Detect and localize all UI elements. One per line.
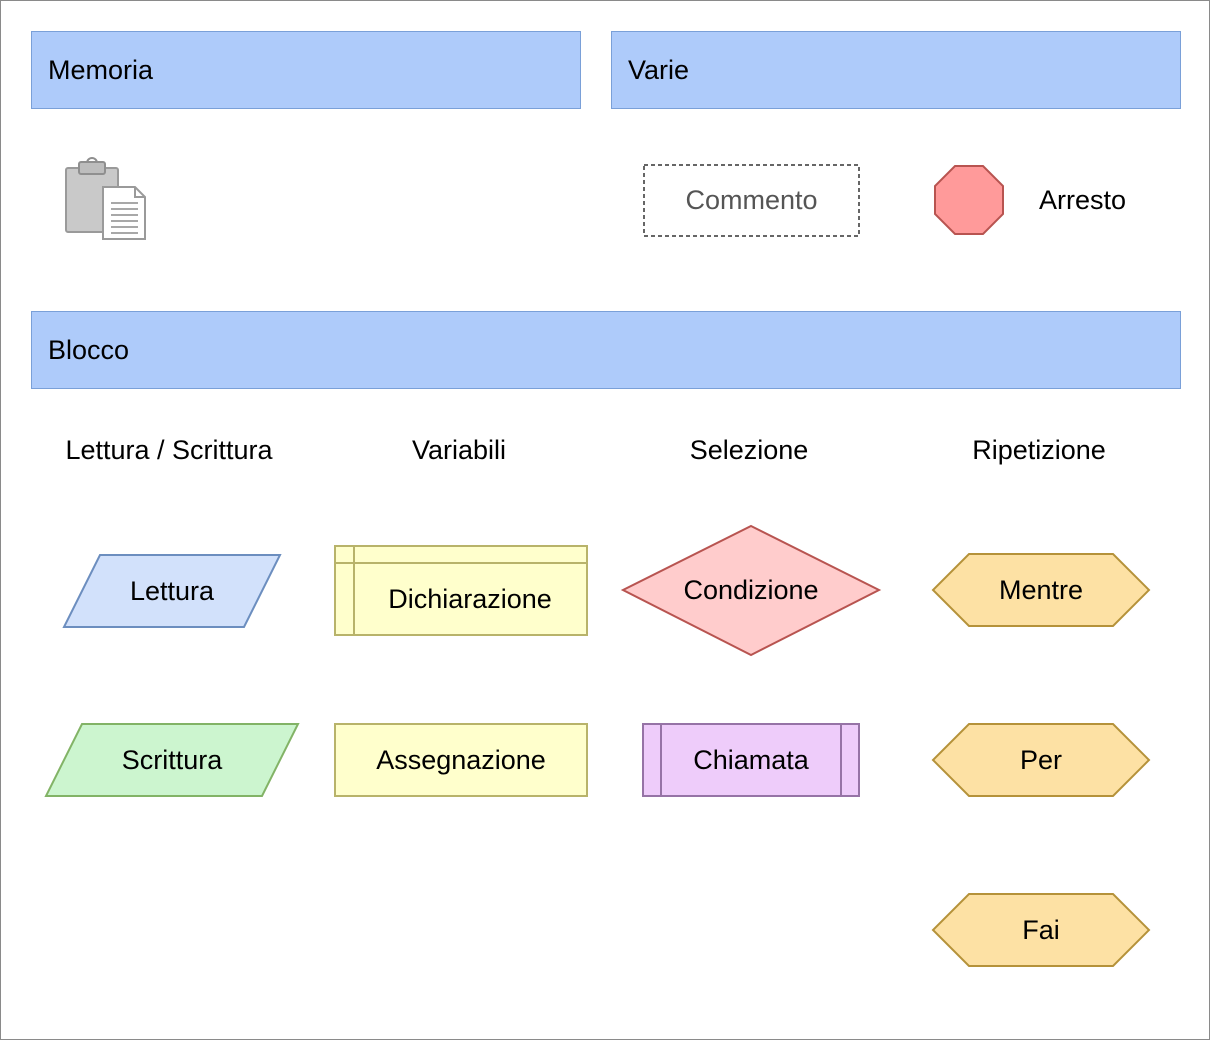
varie-header-label: Varie bbox=[628, 54, 690, 85]
condition-block[interactable]: Condizione bbox=[620, 524, 882, 657]
blocco-header-label: Blocco bbox=[48, 334, 130, 365]
stop-label: Arresto bbox=[1039, 185, 1127, 215]
blocco-header: Blocco bbox=[31, 311, 1181, 389]
comment-block[interactable]: Commento bbox=[643, 164, 860, 237]
call-block[interactable]: Chiamata bbox=[642, 723, 860, 797]
write-block[interactable]: Scrittura bbox=[44, 723, 300, 797]
while-block[interactable]: Mentre bbox=[931, 553, 1151, 627]
column-title-selection: Selezione bbox=[689, 435, 809, 465]
memoria-header: Memoria bbox=[31, 31, 581, 109]
for-block[interactable]: Per bbox=[931, 723, 1151, 797]
assignment-block[interactable]: Assegnazione bbox=[334, 723, 588, 797]
varie-header: Varie bbox=[611, 31, 1181, 109]
declaration-block[interactable]: Dichiarazione bbox=[334, 545, 588, 636]
do-block[interactable]: Fai bbox=[931, 893, 1151, 967]
read-block[interactable]: Lettura bbox=[62, 554, 282, 628]
column-title-repetition: Ripetizione bbox=[972, 435, 1106, 465]
clipboard-paste-icon[interactable] bbox=[65, 157, 147, 241]
column-title-io: Lettura / Scrittura bbox=[65, 435, 273, 465]
stop-octagon-icon[interactable] bbox=[934, 165, 1004, 235]
memoria-header-label: Memoria bbox=[48, 54, 154, 85]
column-title-variables: Variabili bbox=[411, 435, 507, 465]
